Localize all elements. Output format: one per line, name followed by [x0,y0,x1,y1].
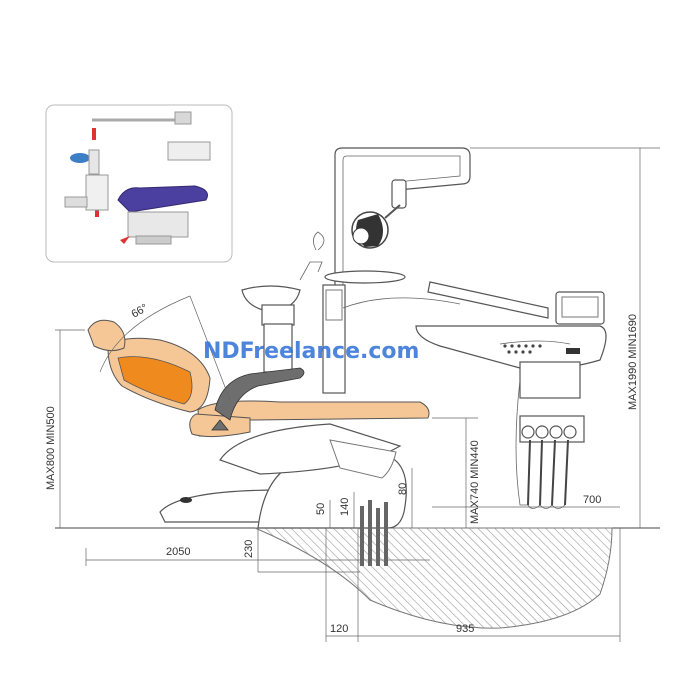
inset-thumbnail [45,104,233,263]
label-depth: 230 [243,540,255,558]
watermark: NDFreelance.com [203,339,419,364]
label-seat-height: MAX740 MIN440 [469,440,481,524]
label-small-50: 50 [315,503,327,515]
chair-upholstery [87,319,430,438]
label-length: 2050 [166,546,190,558]
label-floor-length: 935 [456,623,474,635]
spittoon-unit [241,231,461,394]
label-back-height: MAX800 MIN500 [45,406,57,490]
dimension-lines [55,147,660,642]
label-total-height: MAX1990 MIN1690 [627,314,639,410]
label-right-length: 700 [583,494,601,506]
label-small-140: 140 [339,498,351,516]
operating-light [334,147,471,330]
floor-foundation [55,527,660,629]
instrument-tray [415,281,607,509]
measurement-bars [360,500,388,566]
label-small-80: 80 [397,483,409,495]
label-base-offset: 120 [330,623,348,635]
chair-base [159,423,407,529]
